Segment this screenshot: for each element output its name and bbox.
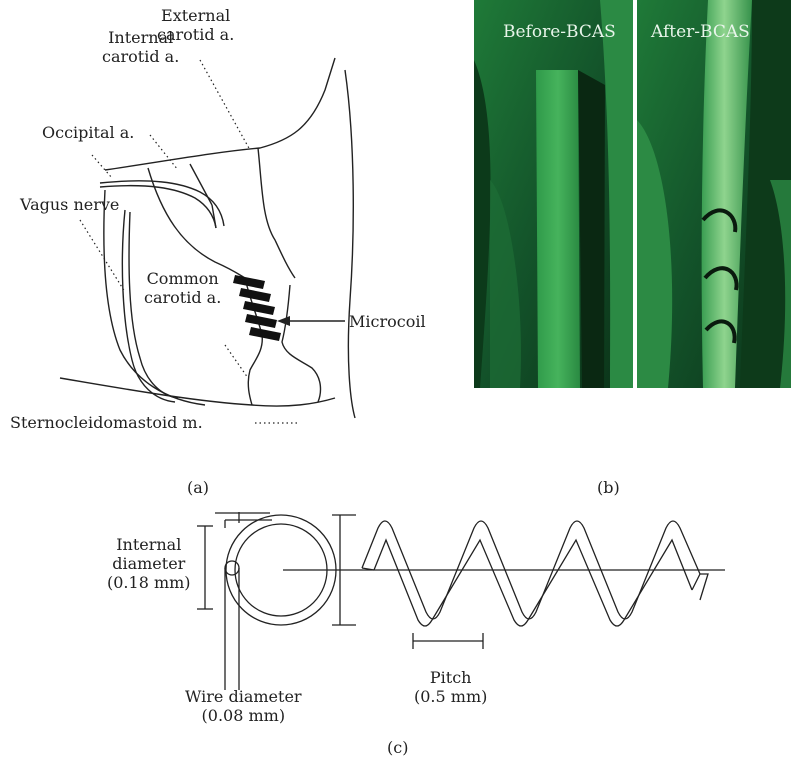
wire-diameter-label: Wire diameter (0.08 mm) xyxy=(185,687,302,725)
panel-c-label: (c) xyxy=(387,738,408,757)
pitch-label: Pitch (0.5 mm) xyxy=(414,668,487,706)
helix xyxy=(362,521,708,626)
internal-diameter-label: Internal diameter (0.18 mm) xyxy=(107,535,191,592)
